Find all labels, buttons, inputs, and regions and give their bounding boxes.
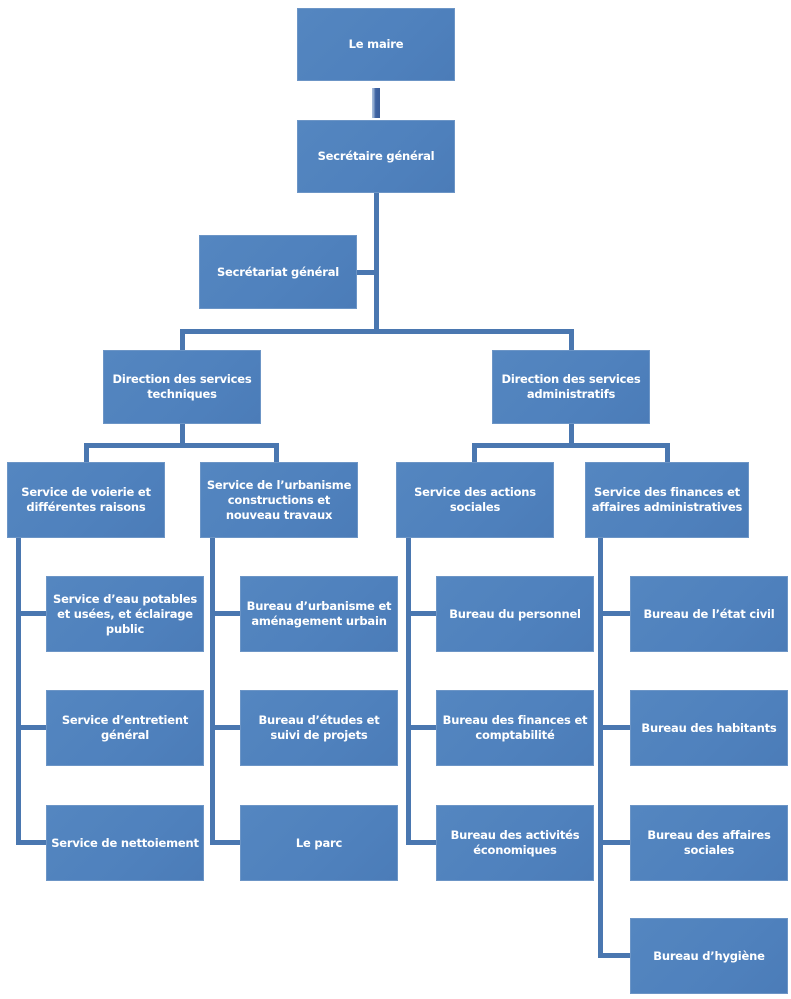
node-service-eau-potables[interactable]: Service d’eau potables et usées, et écla… (46, 576, 204, 652)
connector-voierie-stub-1 (16, 611, 46, 616)
connector-dirtech-drop-left (84, 443, 89, 462)
node-bureau-personnel[interactable]: Bureau du personnel (436, 576, 594, 652)
node-service-nettoiement[interactable]: Service de nettoiement (46, 805, 204, 881)
connector-directions-drop-left (180, 329, 185, 350)
connector-dirtech-drop-right (274, 443, 279, 462)
connector-directions-bracket (180, 329, 574, 334)
connector-secretaire-down (374, 193, 379, 334)
connector-finances-stub-3 (598, 840, 630, 845)
node-bureau-activites-economiques[interactable]: Bureau des activités économiques (436, 805, 594, 881)
node-le-maire[interactable]: Le maire (297, 8, 455, 81)
connector-urbanisme-rail (210, 538, 215, 845)
connector-actions-rail (406, 538, 411, 845)
node-bureau-hygiene[interactable]: Bureau d’hygiène (630, 918, 788, 994)
node-bureau-etat-civil[interactable]: Bureau de l’état civil (630, 576, 788, 652)
connector-voierie-rail (16, 538, 21, 845)
node-direction-services-techniques[interactable]: Direction des services techniques (103, 350, 261, 424)
connector-diradmin-drop-left (472, 443, 477, 462)
node-secretariat-general[interactable]: Secrétariat général (199, 235, 357, 309)
node-direction-services-administratifs[interactable]: Direction des services administratifs (492, 350, 650, 424)
node-bureau-habitants[interactable]: Bureau des habitants (630, 690, 788, 766)
connector-finances-stub-1 (598, 611, 630, 616)
node-bureau-urbanisme[interactable]: Bureau d’urbanisme et aménagement urbain (240, 576, 398, 652)
connector-secretariat-stub (357, 270, 376, 275)
node-service-finances-affaires[interactable]: Service des finances et affaires adminis… (585, 462, 749, 538)
connector-dirtech-down (180, 424, 185, 445)
connector-urbanisme-stub-3 (210, 840, 240, 845)
connector-urbanisme-stub-1 (210, 611, 240, 616)
connector-directions-drop-right (569, 329, 574, 350)
node-service-voierie[interactable]: Service de voierie et différentes raison… (7, 462, 165, 538)
node-secretaire-general[interactable]: Secrétaire général (297, 120, 455, 193)
node-bureau-affaires-sociales[interactable]: Bureau des affaires sociales (630, 805, 788, 881)
node-le-parc[interactable]: Le parc (240, 805, 398, 881)
node-service-entretient[interactable]: Service d’entretient général (46, 690, 204, 766)
connector-actions-stub-2 (406, 725, 436, 730)
connector-voierie-stub-3 (16, 840, 46, 845)
connector-voierie-stub-2 (16, 725, 46, 730)
connector-diradmin-bracket (472, 443, 670, 448)
connector-finances-stub-4 (598, 953, 630, 958)
connector-finances-rail (598, 538, 603, 958)
node-bureau-etudes[interactable]: Bureau d’études et suivi de projets (240, 690, 398, 766)
node-bureau-finances-comptabilite[interactable]: Bureau des finances et comptabilité (436, 690, 594, 766)
connector-diradmin-drop-right (665, 443, 670, 462)
connector-urbanisme-stub-2 (210, 725, 240, 730)
node-service-actions-sociales[interactable]: Service des actions sociales (396, 462, 554, 538)
connector-actions-stub-1 (406, 611, 436, 616)
connector-maire-secretaire (372, 88, 380, 118)
connector-finances-stub-2 (598, 725, 630, 730)
connector-actions-stub-3 (406, 840, 436, 845)
node-service-urbanisme[interactable]: Service de l’urbanisme constructions et … (200, 462, 358, 538)
connector-dirtech-bracket (84, 443, 279, 448)
connector-diradmin-down (569, 424, 574, 445)
